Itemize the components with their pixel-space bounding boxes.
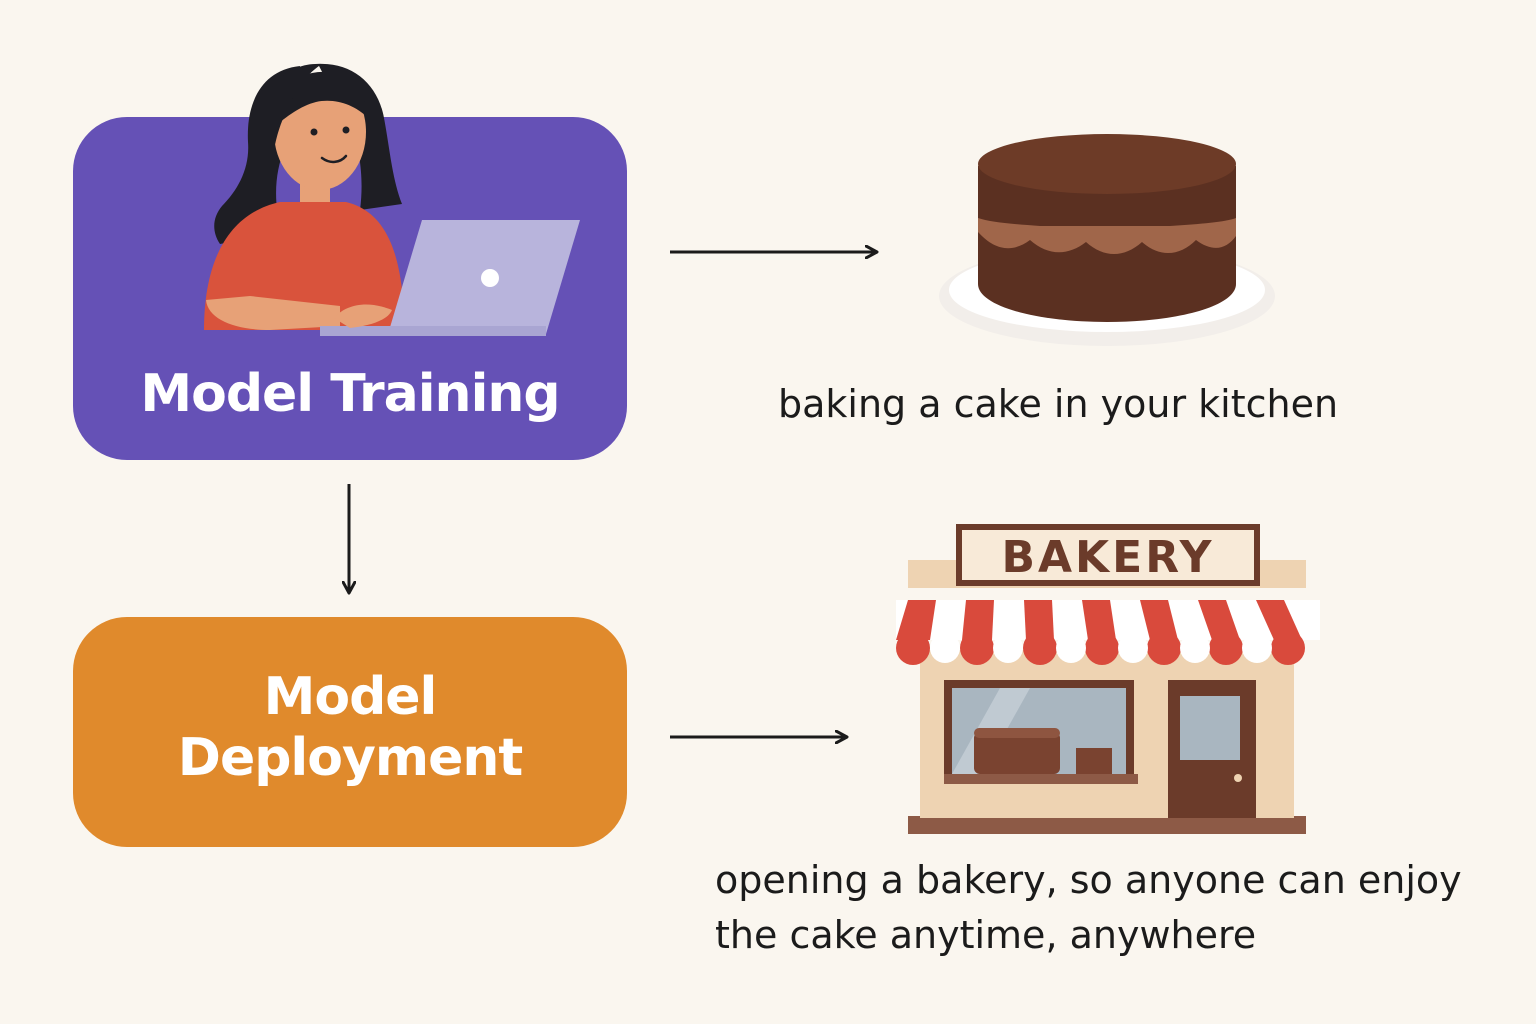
model-deployment-label-line2: Deployment <box>177 728 523 789</box>
person-with-laptop-icon <box>204 63 580 336</box>
model-training-label: Model Training <box>140 364 560 424</box>
model-deployment-label: Model Deployment <box>73 667 627 790</box>
model-deployment-box: Model Deployment <box>73 617 627 847</box>
bakery-analogy-caption: opening a bakery, so anyone can enjoy th… <box>715 858 1462 958</box>
bakery-sign-text: BAKERY <box>1001 532 1214 583</box>
cake-icon <box>939 134 1275 346</box>
cake-analogy-caption: baking a cake in your kitchen <box>778 382 1339 426</box>
model-deployment-label-line1: Model <box>263 667 438 727</box>
bakery-storefront-icon: BAKERY <box>896 524 1320 834</box>
